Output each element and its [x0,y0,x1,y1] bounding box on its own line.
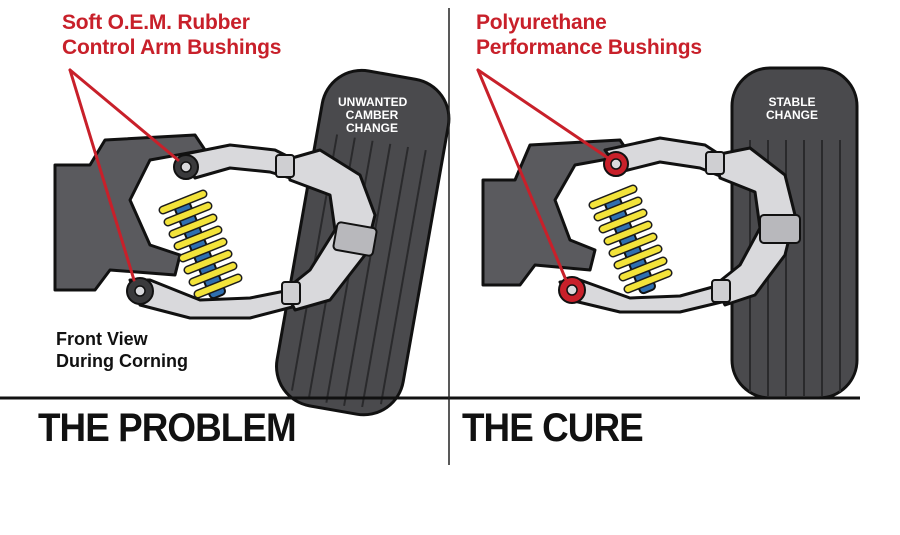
problem-lower-bushing [126,277,154,305]
cure-lower-bushing [558,276,586,304]
view-note-line2: During Corning [56,351,188,371]
cure-tire-label-line2: CHANGE [765,108,818,122]
cure-tire-label: STABLE CHANGE [758,96,826,122]
problem-heading: THE PROBLEM [38,406,297,450]
problem-illustration [53,68,451,417]
cure-illustration [476,66,859,400]
problem-tire-label-line1: UNWANTED [338,95,408,109]
view-note: Front View During Corning [56,328,188,372]
view-note-line1: Front View [56,329,148,349]
problem-callout-line1: Soft O.E.M. Rubber [62,11,250,34]
problem-frame [53,133,207,292]
cure-tire-label-line1: STABLE [768,95,816,109]
cure-frame [481,138,632,287]
cure-upper-bushing [603,151,629,177]
problem-knuckle [283,148,377,312]
cure-callout-line1: Polyurethane [476,11,607,34]
problem-tire-label-line2: CAMBER [345,108,399,122]
problem-tire-label-line3: CHANGE [345,121,398,135]
cure-callout-lines [476,68,610,282]
problem-callout-title: Soft O.E.M. Rubber Control Arm Bushings [62,10,281,60]
cure-knuckle [713,146,797,307]
problem-upper-bushing [173,154,199,180]
cure-heading: THE CURE [462,406,644,450]
problem-tire-label: UNWANTED CAMBER CHANGE [338,95,408,135]
cure-callout-title: Polyurethane Performance Bushings [476,10,702,60]
cure-callout-line2: Performance Bushings [476,36,702,59]
problem-callout-lines [68,68,180,282]
problem-callout-line2: Control Arm Bushings [62,36,282,59]
